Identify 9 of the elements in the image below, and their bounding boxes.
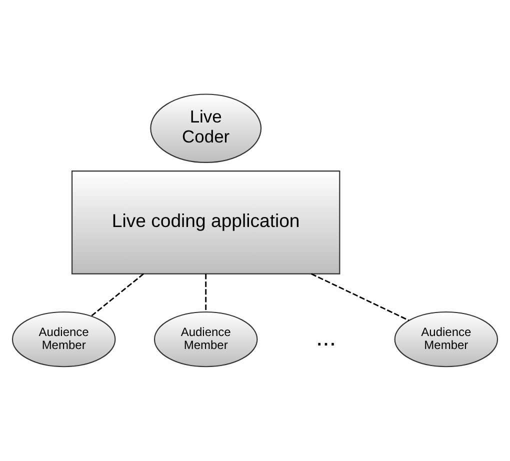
node-box: Live coding application (71, 170, 340, 274)
connector (90, 273, 144, 317)
label: ... (316, 324, 336, 352)
node-ellipse: Audience Member (394, 311, 498, 368)
node-ellipse: Live Coder (150, 94, 262, 164)
connector (205, 274, 207, 312)
connector (310, 273, 410, 322)
node-ellipse: Audience Member (154, 311, 258, 368)
node-ellipse: Audience Member (12, 311, 116, 368)
